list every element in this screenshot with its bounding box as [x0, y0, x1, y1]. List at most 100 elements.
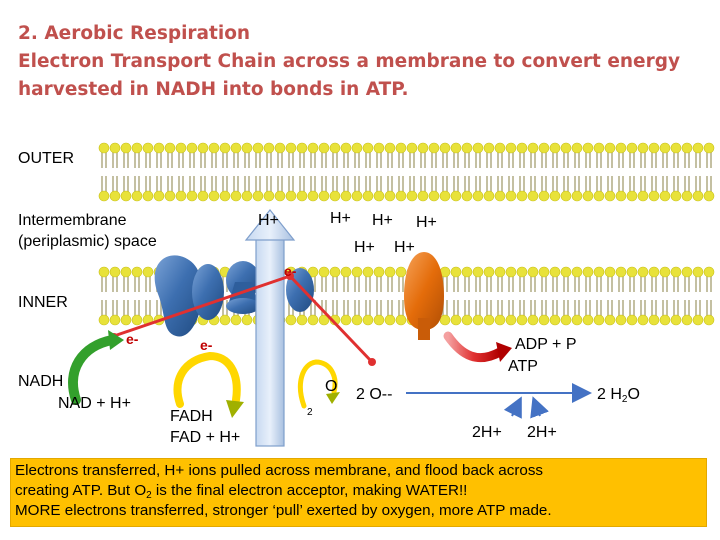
lipid-head: [494, 314, 506, 326]
lipid-head: [109, 314, 121, 326]
lipid-head: [494, 266, 506, 278]
lipid-head: [241, 142, 253, 154]
lipid-head: [571, 190, 583, 202]
lipid-head: [582, 190, 594, 202]
lipid-head: [351, 190, 363, 202]
lipid-head: [516, 190, 528, 202]
lipid-head: [604, 190, 616, 202]
lipid-head: [362, 142, 374, 154]
lipid-head: [186, 142, 198, 154]
lipid-head: [593, 142, 605, 154]
lipid-head: [560, 190, 572, 202]
lipid-head: [681, 314, 693, 326]
lipid-head: [362, 190, 374, 202]
lipid-head: [384, 266, 396, 278]
lipid-head: [230, 190, 242, 202]
lipid-head: [505, 142, 517, 154]
lipid-head: [648, 314, 660, 326]
lipid-head: [483, 142, 495, 154]
lipid-head: [406, 142, 418, 154]
lipid-head: [527, 266, 539, 278]
lipid-head: [307, 142, 319, 154]
lipid-head: [307, 190, 319, 202]
lipid-head: [384, 142, 396, 154]
lipid-head: [626, 314, 638, 326]
lipid-head: [703, 142, 715, 154]
nadh-label: NADH: [18, 373, 64, 390]
lipid-head: [593, 190, 605, 202]
lipid-head: [395, 142, 407, 154]
lipid-head: [263, 190, 275, 202]
lipid-head: [329, 190, 341, 202]
lipid-head: [516, 266, 528, 278]
lipid-head: [615, 142, 627, 154]
lipid-head: [450, 190, 462, 202]
lipid-head: [351, 266, 363, 278]
lipid-head: [329, 142, 341, 154]
lipid-head: [582, 314, 594, 326]
lipid-head: [461, 266, 473, 278]
lipid-head: [659, 190, 671, 202]
lipid-head: [472, 314, 484, 326]
lipid-head: [538, 142, 550, 154]
lipid-head: [549, 142, 561, 154]
lipid-head: [362, 314, 374, 326]
caption-box: Electrons transferred, H+ ions pulled ac…: [10, 458, 707, 527]
lipid-head: [637, 314, 649, 326]
two-h-right-label: 2H+: [527, 424, 557, 441]
caption-line-3: MORE electrons transferred, stronger ‘pu…: [15, 502, 552, 519]
lipid-head: [384, 190, 396, 202]
lipid-head: [549, 266, 561, 278]
proton-label: H+: [354, 239, 375, 256]
lipid-head: [131, 142, 143, 154]
lipid-head: [373, 266, 385, 278]
lipid-head: [593, 314, 605, 326]
lipid-head: [307, 314, 319, 326]
lipid-head: [637, 142, 649, 154]
lipid-head: [340, 314, 352, 326]
lipid-head: [571, 142, 583, 154]
lipid-head: [120, 142, 132, 154]
protein-complex-2: [192, 264, 224, 320]
lipid-head: [417, 142, 429, 154]
lipid-head: [472, 190, 484, 202]
lipid-head: [197, 142, 209, 154]
lipid-head: [296, 314, 308, 326]
lipid-head: [659, 266, 671, 278]
lipid-head: [527, 314, 539, 326]
fadh-label: FADH: [170, 408, 213, 425]
lipid-head: [274, 142, 286, 154]
lipid-head: [670, 266, 682, 278]
proton-label: H+: [258, 212, 279, 229]
nad-label: NAD + H+: [58, 395, 131, 412]
protein-complex-1: [154, 255, 203, 337]
lipid-head: [527, 142, 539, 154]
lipid-head: [252, 142, 264, 154]
lipid-head: [571, 266, 583, 278]
proton-label: H+: [416, 214, 437, 231]
lipid-head: [142, 190, 154, 202]
lipid-head: [637, 190, 649, 202]
lipid-head: [131, 190, 143, 202]
lipid-head: [186, 190, 198, 202]
electron-label-left: e-: [126, 331, 139, 347]
lipid-head: [527, 190, 539, 202]
lipid-head: [703, 266, 715, 278]
lipid-head: [483, 266, 495, 278]
lipid-head: [340, 142, 352, 154]
lipid-head: [395, 314, 407, 326]
lipid-head: [516, 142, 528, 154]
lipid-head: [703, 314, 715, 326]
caption-line-2: creating ATP. But O2 is the final electr…: [15, 482, 468, 501]
lipid-head: [318, 142, 330, 154]
intermembrane-label-line1: Intermembrane: [18, 212, 127, 229]
lipid-head: [285, 190, 297, 202]
lipid-head: [406, 190, 418, 202]
lipid-head: [604, 142, 616, 154]
lipid-head: [670, 314, 682, 326]
lipid-head: [604, 266, 616, 278]
lipid-head: [659, 314, 671, 326]
lipid-head: [98, 190, 110, 202]
atp-synthase: [404, 252, 444, 340]
electron-label-top: e-: [284, 263, 297, 279]
